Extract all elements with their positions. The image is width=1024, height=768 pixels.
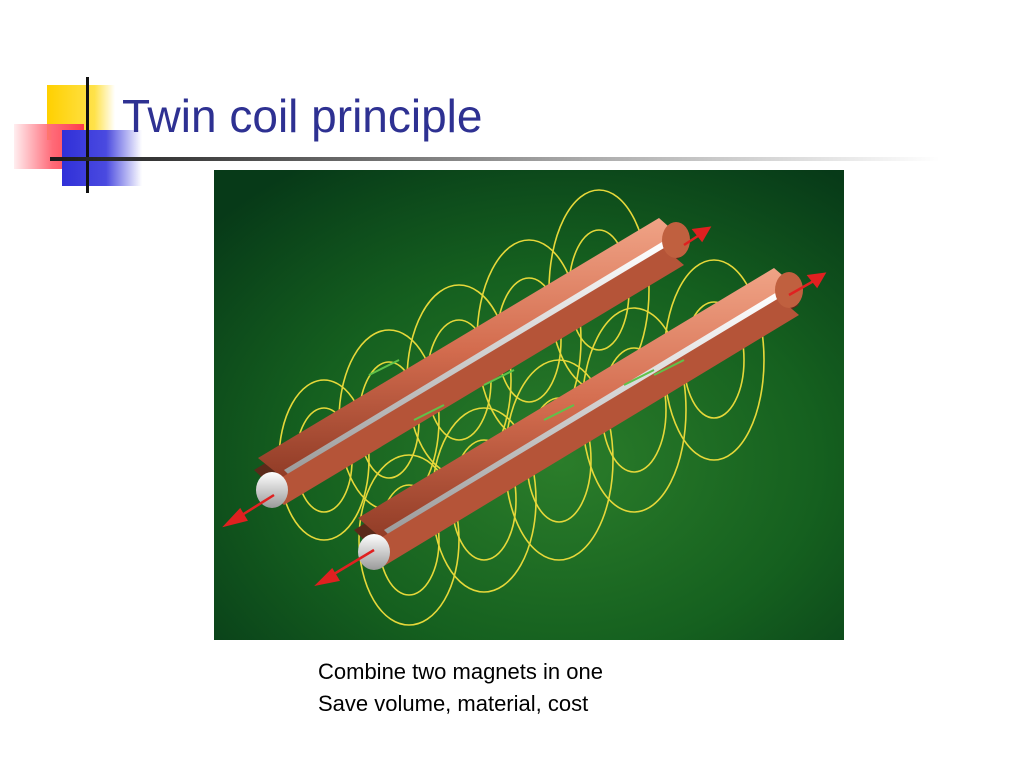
twin-coil-illustration: [214, 170, 844, 640]
figure-background: [214, 170, 844, 640]
bullet-save: Save volume, material, cost: [318, 691, 589, 716]
field-direction-arrows: [368, 359, 685, 421]
beam-arrows: [222, 226, 827, 587]
slide-title: Twin coil principle: [122, 90, 483, 142]
coil-lower: [354, 268, 803, 570]
twin-coil-figure: [214, 170, 844, 640]
coil-upper: [254, 218, 690, 508]
bullet-combine: Combine two magnets in one: [318, 659, 603, 684]
caption-text-block: Combine two magnets in one Save volume, …: [318, 656, 603, 720]
title-underline: [50, 157, 940, 161]
logo-vertical-line: [86, 77, 89, 193]
